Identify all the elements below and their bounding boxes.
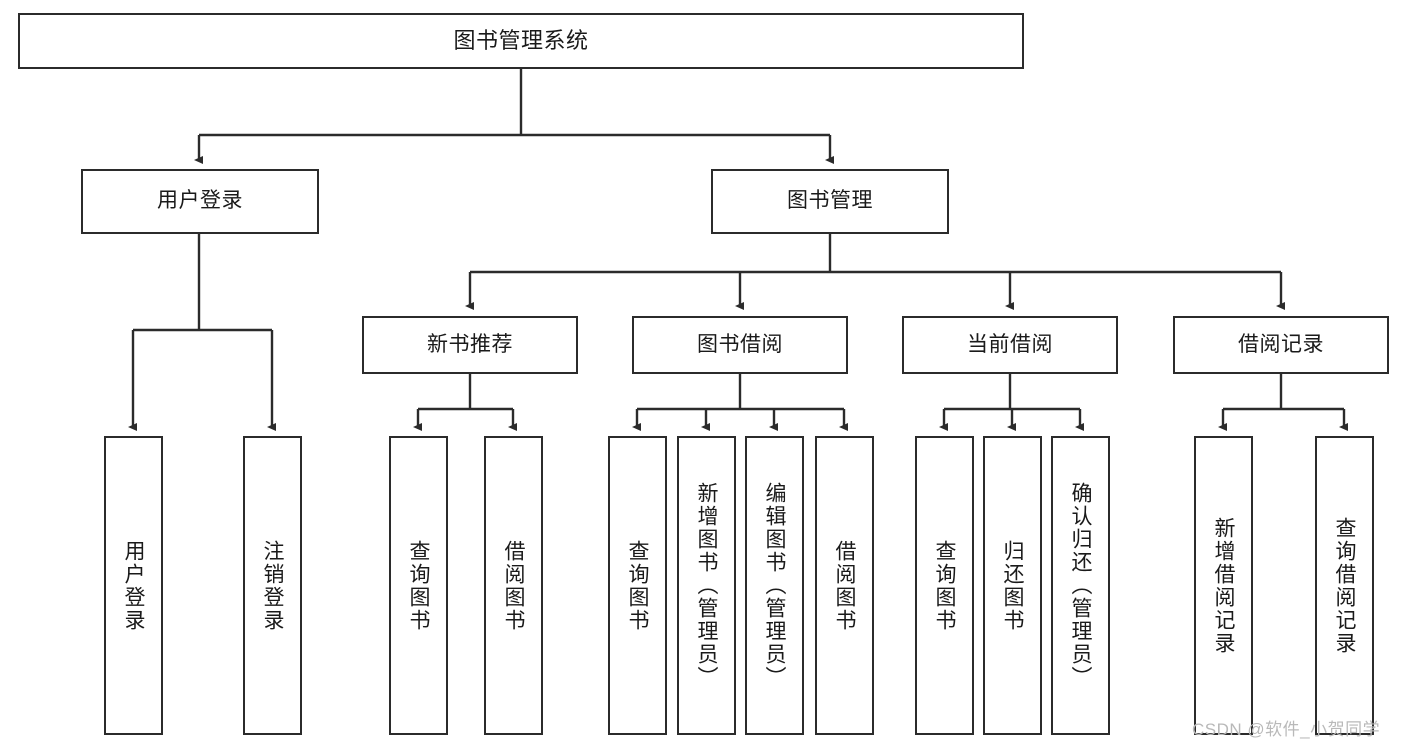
node-book-borrow[interactable]: 图书借阅 — [632, 316, 848, 374]
node-label: 借阅图书 — [833, 539, 856, 632]
node-leaf-borrow-book[interactable]: 借阅图书 — [815, 436, 874, 735]
node-label: 新增图书（管理员） — [695, 482, 718, 689]
node-root-book-management-system[interactable]: 图书管理系统 — [18, 13, 1024, 69]
node-label: 用户登录 — [122, 539, 145, 632]
node-label: 新书推荐 — [427, 332, 513, 356]
csdn-watermark: CSDN @软件_小贺同学 — [1192, 720, 1381, 739]
node-label: 新增借阅记录 — [1212, 516, 1235, 655]
node-leaf-query-borrow-record[interactable]: 查询借阅记录 — [1315, 436, 1374, 735]
node-label: 确认归还（管理员） — [1069, 482, 1092, 689]
node-leaf-query-book-current[interactable]: 查询图书 — [915, 436, 974, 735]
node-label: 查询借阅记录 — [1333, 516, 1356, 655]
node-borrow-record[interactable]: 借阅记录 — [1173, 316, 1389, 374]
node-label: 查询图书 — [626, 539, 649, 632]
node-leaf-query-book-borrow[interactable]: 查询图书 — [608, 436, 667, 735]
node-label: 图书管理系统 — [453, 28, 589, 54]
node-label: 图书借阅 — [697, 332, 783, 356]
node-label: 借阅图书 — [502, 539, 525, 632]
node-leaf-user-login[interactable]: 用户登录 — [104, 436, 163, 735]
node-leaf-add-borrow-record[interactable]: 新增借阅记录 — [1194, 436, 1253, 735]
node-user-login[interactable]: 用户登录 — [81, 169, 319, 234]
node-label: 图书管理 — [787, 189, 873, 213]
node-label: 用户登录 — [157, 189, 243, 213]
node-label: 归还图书 — [1001, 539, 1024, 632]
node-label: 编辑图书（管理员） — [763, 482, 786, 689]
node-label: 查询图书 — [407, 539, 430, 632]
node-label: 查询图书 — [933, 539, 956, 632]
node-label: 注销登录 — [261, 539, 284, 632]
node-new-book-recommend[interactable]: 新书推荐 — [362, 316, 578, 374]
node-label: 借阅记录 — [1238, 332, 1324, 356]
node-leaf-return-book[interactable]: 归还图书 — [983, 436, 1042, 735]
node-leaf-add-book-admin[interactable]: 新增图书（管理员） — [677, 436, 736, 735]
node-current-borrow[interactable]: 当前借阅 — [902, 316, 1118, 374]
node-label: 当前借阅 — [967, 332, 1053, 356]
node-leaf-confirm-return-admin[interactable]: 确认归还（管理员） — [1051, 436, 1110, 735]
node-leaf-borrow-book-recommend[interactable]: 借阅图书 — [484, 436, 543, 735]
node-leaf-query-book-recommend[interactable]: 查询图书 — [389, 436, 448, 735]
node-leaf-edit-book-admin[interactable]: 编辑图书（管理员） — [745, 436, 804, 735]
node-leaf-logout[interactable]: 注销登录 — [243, 436, 302, 735]
node-book-management[interactable]: 图书管理 — [711, 169, 949, 234]
